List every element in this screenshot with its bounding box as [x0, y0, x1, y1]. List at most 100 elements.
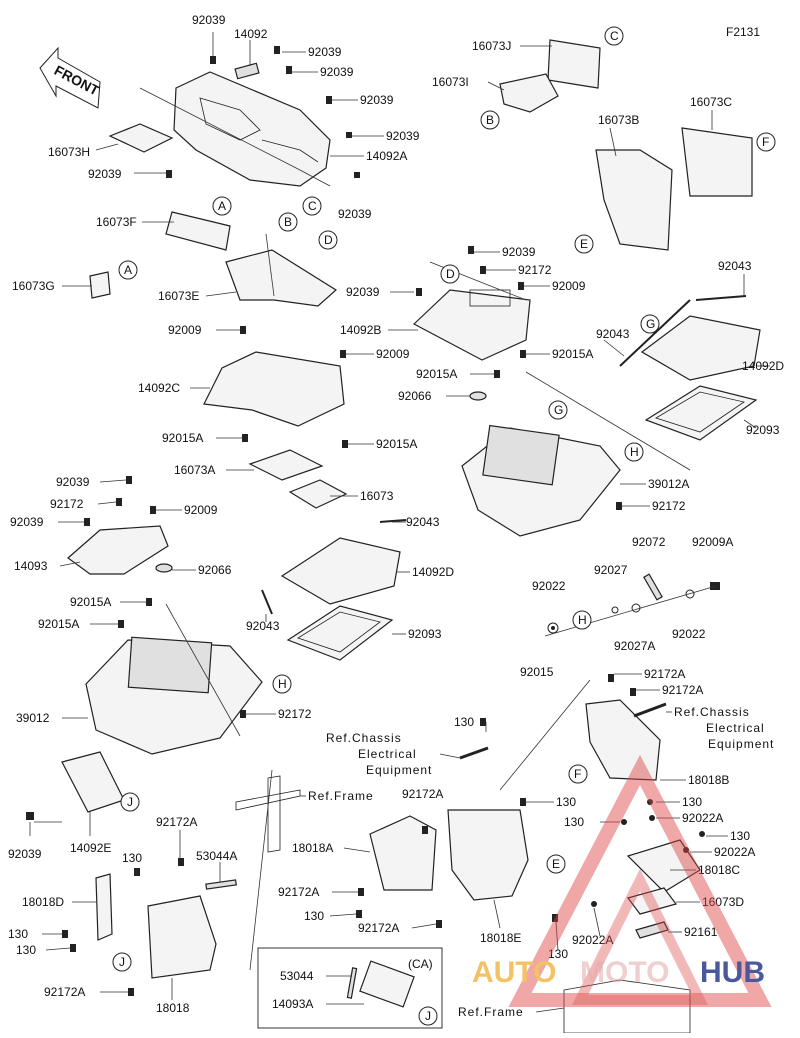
label: 92093: [408, 627, 442, 641]
callout-D: D: [440, 264, 460, 284]
label: 92172: [278, 707, 312, 721]
label: 92009A: [692, 535, 733, 549]
svg-text:H: H: [630, 445, 639, 459]
label: 130: [304, 909, 324, 923]
label: 92172A: [662, 683, 703, 697]
label: 92066: [198, 563, 232, 577]
label: 92015A: [376, 437, 417, 451]
callout-A: A: [118, 260, 138, 280]
label: 14092D: [412, 565, 454, 579]
callout-C: C: [604, 26, 624, 46]
label: 16073H: [48, 145, 90, 159]
label: 92093: [746, 423, 780, 437]
label: 92015A: [552, 347, 593, 361]
label: 130: [454, 715, 474, 729]
label: 130: [682, 795, 702, 809]
label: 18018: [156, 1001, 190, 1015]
label: 92009: [184, 503, 218, 517]
label: 92039: [10, 515, 44, 529]
svg-text:A: A: [218, 199, 226, 213]
label: 16073D: [702, 895, 744, 909]
label: 92172: [652, 499, 686, 513]
label: 14092D: [742, 359, 784, 373]
ref-chassis-line2: Electrical: [706, 721, 765, 735]
svg-text:E: E: [580, 237, 588, 251]
label: 16073G: [12, 279, 55, 293]
label: 14092C: [138, 381, 180, 395]
ref-chassis-line3: Equipment: [366, 763, 432, 777]
label: 53044A: [196, 849, 237, 863]
label: 16073A: [174, 463, 215, 477]
svg-text:G: G: [554, 403, 563, 417]
label: 130: [16, 943, 36, 957]
callouts: A B C D A B C D G H E F H H J J J F E G: [112, 26, 776, 1026]
callout-G: G: [640, 314, 660, 334]
callout-A: A: [212, 196, 232, 216]
label: 92039: [386, 129, 420, 143]
ref-frame: Ref.Frame: [458, 1005, 524, 1019]
watermark: AUTO MOTO HUB: [472, 754, 772, 1007]
label: 130: [8, 927, 28, 941]
label: 16073B: [598, 113, 639, 127]
label: 130: [548, 947, 568, 961]
label: 92039: [88, 167, 122, 181]
label: 14093A: [272, 997, 313, 1011]
watermark-middle: MOTO: [580, 956, 669, 989]
label: 92043: [596, 327, 630, 341]
label: 92015A: [416, 367, 457, 381]
leader-lines: [29, 32, 770, 1013]
callout-C: C: [302, 196, 322, 216]
callout-J: J: [418, 1006, 438, 1026]
label: 92027A: [614, 639, 655, 653]
svg-text:J: J: [127, 795, 133, 809]
label: 92027: [594, 563, 628, 577]
label: 92172: [518, 263, 552, 277]
label: 53044: [280, 969, 314, 983]
svg-text:H: H: [278, 677, 287, 691]
label: 92172: [50, 497, 84, 511]
label: 92039: [338, 207, 372, 221]
label: 92039: [502, 245, 536, 259]
svg-text:J: J: [425, 1009, 431, 1023]
label: 16073I: [432, 75, 469, 89]
label: 92172A: [644, 667, 685, 681]
label: 92022A: [572, 933, 613, 947]
label: 18018B: [688, 773, 729, 787]
svg-text:F: F: [762, 135, 769, 149]
callout-F: F: [756, 132, 776, 152]
label: 18018D: [22, 895, 64, 909]
label: 92039: [56, 475, 90, 489]
label: 92172A: [44, 985, 85, 999]
callout-D: D: [318, 230, 338, 250]
part-labels: 92039 14092 92039 92039 92039 92039 1409…: [8, 13, 784, 1015]
label: 92022: [532, 579, 566, 593]
label: 92022A: [682, 811, 723, 825]
label: 130: [564, 815, 584, 829]
label: 92015A: [38, 617, 79, 631]
label: 14092A: [366, 149, 407, 163]
label: 92039: [308, 45, 342, 59]
svg-text:E: E: [552, 857, 560, 871]
label: 92022: [672, 627, 706, 641]
label: 16073J: [472, 39, 511, 53]
callout-H: H: [624, 442, 644, 462]
ref-chassis-line2: Electrical: [358, 747, 417, 761]
label: 130: [730, 829, 750, 843]
ref-frame: Ref.Frame: [308, 789, 374, 803]
label: 16073C: [690, 95, 732, 109]
svg-text:B: B: [486, 113, 494, 127]
ref-chassis-line1: Ref.Chassis: [326, 731, 402, 745]
svg-text:J: J: [119, 955, 125, 969]
svg-text:C: C: [308, 199, 317, 213]
diagram-code: F2131: [726, 25, 760, 39]
callout-B: B: [278, 212, 298, 232]
label: 92039: [8, 847, 42, 861]
label: 92172A: [402, 787, 443, 801]
callout-E: E: [574, 234, 594, 254]
label: 16073: [360, 489, 394, 503]
label: 92043: [246, 619, 280, 633]
label: 18018A: [292, 841, 333, 855]
label: 92009: [168, 323, 202, 337]
label: 92066: [398, 389, 432, 403]
